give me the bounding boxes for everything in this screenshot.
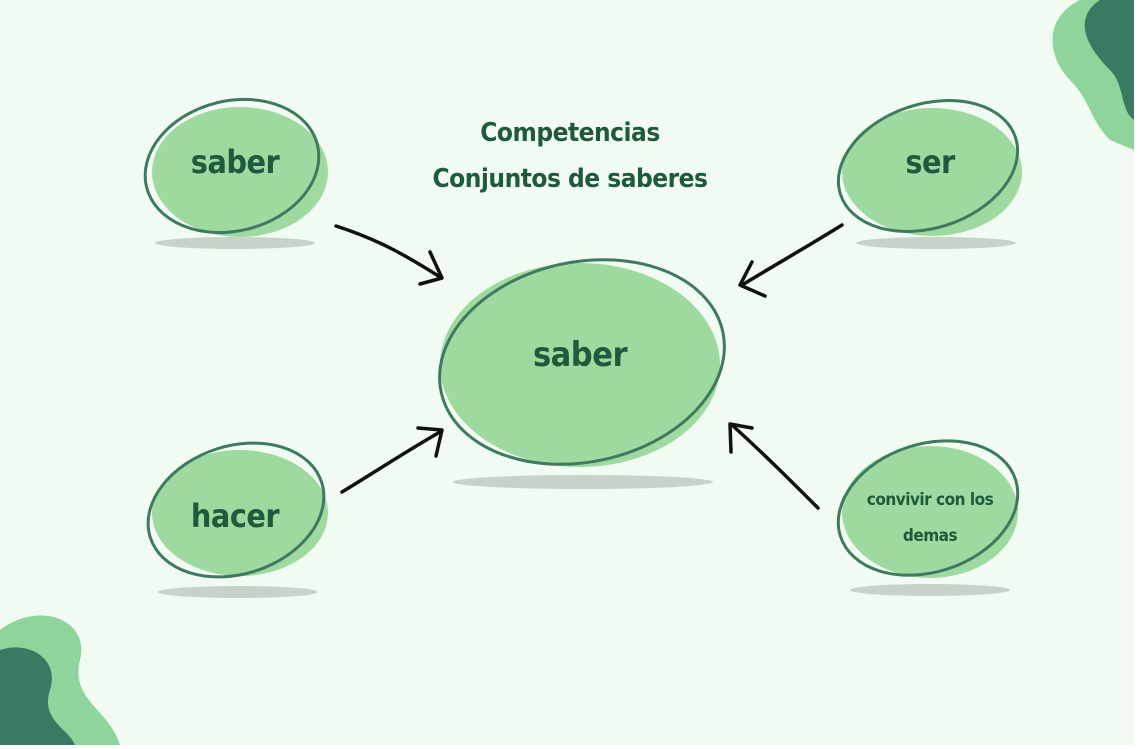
node-ser [836, 99, 1022, 236]
node-hacer [146, 441, 328, 579]
arrow-top-left [334, 224, 444, 286]
diagram-title: Competencias Conjuntos de saberes [420, 110, 720, 202]
title-line-2: Conjuntos de saberes [432, 164, 708, 194]
node-saber-top-left [143, 97, 328, 237]
node-label-hacer: hacer [190, 497, 280, 535]
node-label-saber-top-left: saber [190, 143, 280, 181]
node-shadow [856, 237, 1016, 249]
node-shadow [158, 586, 318, 598]
top-right-wave-decoration [1052, 0, 1134, 150]
title-line-1: Competencias [480, 118, 660, 148]
node-label-convivir-line-2: demas [902, 526, 958, 546]
node-shadow [155, 237, 315, 249]
node-shadow [850, 584, 1010, 596]
node-convivir [836, 439, 1020, 578]
bottom-left-wave-decoration [0, 615, 120, 745]
node-label-convivir-line-1: convivir con los [866, 490, 994, 510]
node-label-saber-center: saber [532, 335, 628, 375]
arrow-bottom-left [340, 426, 444, 494]
node-label-ser: ser [905, 143, 955, 181]
arrow-top-right [738, 223, 844, 298]
arrow-bottom-right [728, 422, 820, 510]
node-shadow [453, 475, 713, 489]
node-label-convivir: convivir con los demas [860, 482, 1000, 554]
node-saber-center [438, 258, 726, 467]
